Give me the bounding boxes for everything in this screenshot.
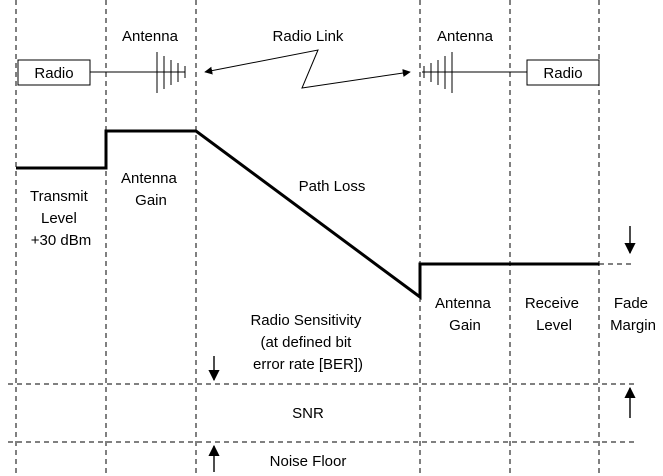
signal-level-line (16, 129, 599, 300)
radio-box-left (17, 59, 91, 86)
antenna-label-left: Antenna (122, 28, 179, 45)
receive-level-label: Receive Level (525, 295, 583, 334)
fade-margin-label: Fade Margin (610, 295, 656, 334)
radio-label-right: Radio (543, 65, 582, 82)
antenna-right-icon (422, 52, 456, 93)
radio-link-label: Radio Link (273, 28, 344, 45)
antenna-gain-label-left: Antenna Gain (121, 170, 181, 209)
radio-box-right (526, 59, 600, 86)
antenna-gain-label-right: Antenna Gain (435, 295, 495, 334)
path-loss-label: Path Loss (299, 178, 366, 195)
snr-label: SNR (292, 405, 324, 422)
antenna-left-icon (156, 52, 186, 93)
radio-sensitivity-label: Radio Sensitivity (at defined bit error … (250, 312, 365, 373)
antenna-label-right: Antenna (437, 28, 494, 45)
noise-floor-label: Noise Floor (270, 453, 347, 470)
radio-label-left: Radio (34, 65, 73, 82)
transmit-level-label: Transmit Level +30 dBm (30, 188, 92, 249)
radio-link-arrow (204, 49, 411, 89)
